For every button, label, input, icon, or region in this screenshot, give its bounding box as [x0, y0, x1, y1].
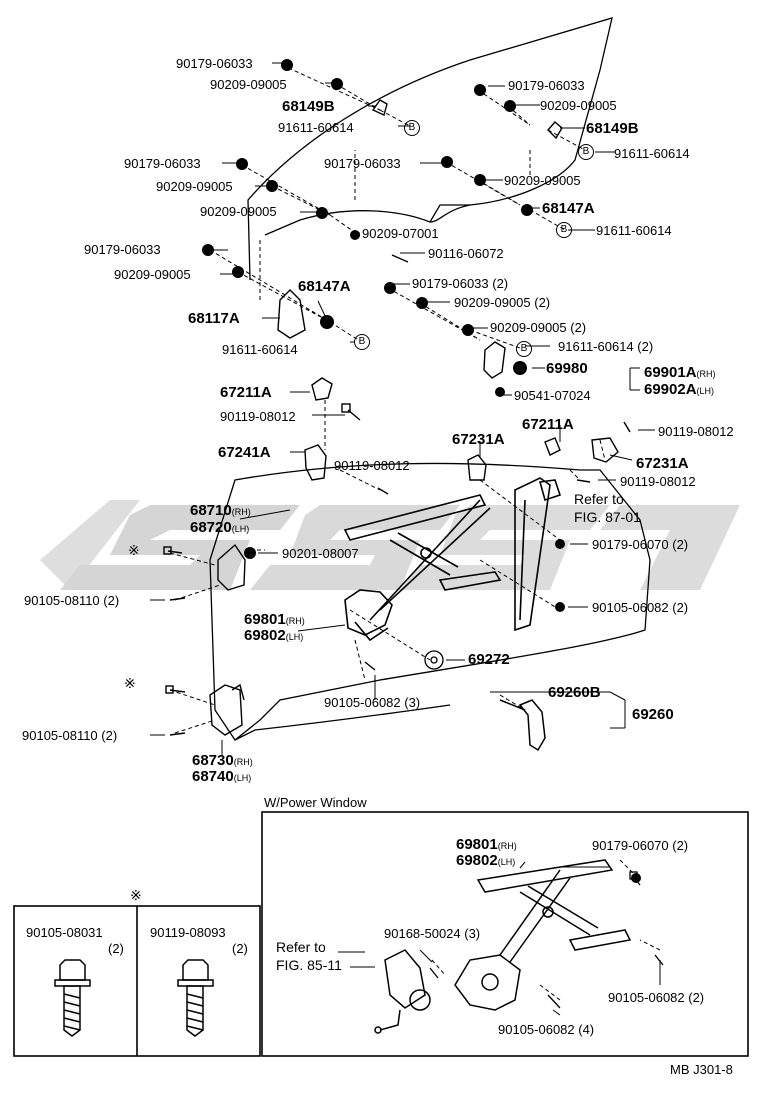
- part-label: 68720(LH): [190, 519, 250, 536]
- part-label: 90541-07024: [514, 388, 591, 403]
- part-label: 68730(RH): [192, 752, 253, 769]
- b-marker-2: B: [578, 144, 594, 160]
- part-label: 68710(RH): [190, 502, 251, 519]
- figure-code: MB J301-8: [670, 1062, 733, 1077]
- part-label: 91611-60614: [596, 223, 672, 238]
- part-label: 90209-09005: [540, 98, 617, 113]
- part-label: 90209-09005 (2): [454, 295, 551, 310]
- part-label: 69260: [632, 706, 674, 723]
- part-label: 90105-08110 (2): [24, 593, 120, 608]
- part-label: 69260B: [548, 684, 601, 701]
- part-label: 90209-09005: [210, 77, 287, 92]
- part-label: 69902A(LH): [644, 381, 715, 398]
- part-label: 69801(RH): [456, 836, 517, 853]
- part-label: 90105-06082 (3): [324, 695, 421, 710]
- part-label: 91611-60614: [614, 146, 690, 161]
- part-label: 90116-06072: [428, 246, 504, 261]
- b-marker-3: B: [556, 222, 572, 238]
- reference-note: Refer to: [276, 939, 326, 955]
- part-label: 68740(LH): [192, 768, 252, 785]
- glass-run-bracket-68117a: [277, 289, 306, 339]
- part-label: 67231A: [636, 455, 689, 472]
- lower-hinge: [209, 684, 243, 736]
- part-label: 90209-07001: [362, 226, 439, 241]
- part-label: 90179-06033: [124, 156, 201, 171]
- part-label: 90179-06033: [508, 78, 585, 93]
- part-label: 90105-06082 (2): [592, 600, 689, 615]
- hinge-67231a: [467, 454, 487, 481]
- bolt-qty-label: (2): [232, 941, 248, 956]
- part-label: 90179-06033: [84, 242, 161, 257]
- fastener-markers: [202, 59, 641, 883]
- marker-symbol: ※: [128, 542, 140, 558]
- bolt-part-label: 90119-08093: [150, 925, 226, 940]
- upper-hinge: [217, 543, 246, 591]
- part-label: 69802(LH): [244, 627, 304, 644]
- hinge-stop-67211a: [311, 377, 333, 401]
- part-label: 90201-08007: [282, 546, 359, 561]
- part-label: 67241A: [218, 444, 271, 461]
- part-label: 90179-06070 (2): [592, 537, 689, 552]
- b-marker-1: B: [404, 120, 420, 136]
- part-label: 90105-08110 (2): [22, 728, 118, 743]
- part-label: 90209-09005: [504, 173, 581, 188]
- part-label: 69802(LH): [456, 852, 516, 869]
- bolt-90119-08093-drawing: [177, 959, 214, 1037]
- reference-note: Refer to: [574, 491, 624, 507]
- part-label: 91611-60614: [222, 342, 298, 357]
- part-label: 90209-09005: [156, 179, 233, 194]
- window-handle: [499, 699, 546, 752]
- door-glass-outline: [247, 17, 613, 281]
- part-label: 69272: [468, 651, 510, 668]
- part-label: 90209-09005: [114, 267, 191, 282]
- part-label: 69980: [546, 360, 588, 377]
- manual-window-regulator: [343, 477, 562, 642]
- part-label: 68149B: [586, 120, 639, 137]
- part-label: 90119-08012: [658, 424, 734, 439]
- part-label: 90209-09005 (2): [490, 320, 587, 335]
- part-label: 90105-06082 (2): [608, 990, 705, 1005]
- part-label: 67211A: [522, 416, 574, 433]
- power-window-motor: [374, 949, 431, 1034]
- bolt-90105-08031-drawing: [54, 959, 91, 1037]
- part-label: 67231A: [452, 431, 505, 448]
- door-inner-outline: [209, 462, 651, 741]
- part-label: 90209-09005: [200, 204, 277, 219]
- part-label: 91611-60614 (2): [558, 339, 654, 354]
- part-label: 90179-06033: [324, 156, 401, 171]
- part-label: 69901A(RH): [644, 364, 716, 381]
- watermark-logo: [40, 500, 740, 590]
- part-label: 90119-08012: [334, 458, 410, 473]
- part-label: 91611-60614: [278, 120, 354, 135]
- b-marker-4: B: [354, 334, 370, 350]
- part-label: 90179-06033 (2): [412, 276, 509, 291]
- power-window-title: W/Power Window: [264, 795, 367, 810]
- part-label: 68147A: [298, 278, 351, 295]
- reference-note: FIG. 85-11: [276, 957, 342, 973]
- glass-channel-clip: [371, 99, 388, 116]
- marker-symbol: ※: [124, 675, 136, 691]
- part-label: 90168-50024 (3): [384, 926, 481, 941]
- regulator-bracket-69980: [483, 341, 506, 379]
- bolt-qty-label: (2): [108, 941, 124, 956]
- part-label: 90119-08012: [220, 409, 296, 424]
- marker-symbol: ※: [130, 887, 142, 903]
- part-label: 68149B: [282, 98, 335, 115]
- b-marker-5: B: [516, 341, 532, 357]
- part-label: 68117A: [188, 310, 240, 327]
- part-label: 69801(RH): [244, 611, 305, 628]
- part-label: 90119-08012: [620, 474, 696, 489]
- power-window-frame: [261, 811, 749, 1057]
- bolt-part-label: 90105-08031: [26, 925, 103, 940]
- power-window-regulator: [454, 859, 632, 1011]
- part-label: 90105-06082 (4): [498, 1022, 595, 1037]
- reference-note: FIG. 87-01: [574, 509, 641, 525]
- part-label: 90179-06070 (2): [592, 838, 689, 853]
- part-label: 67211A: [220, 384, 272, 401]
- part-label: 68147A: [542, 200, 595, 217]
- hinge-67241a: [304, 444, 327, 481]
- part-label: 90179-06033: [176, 56, 253, 71]
